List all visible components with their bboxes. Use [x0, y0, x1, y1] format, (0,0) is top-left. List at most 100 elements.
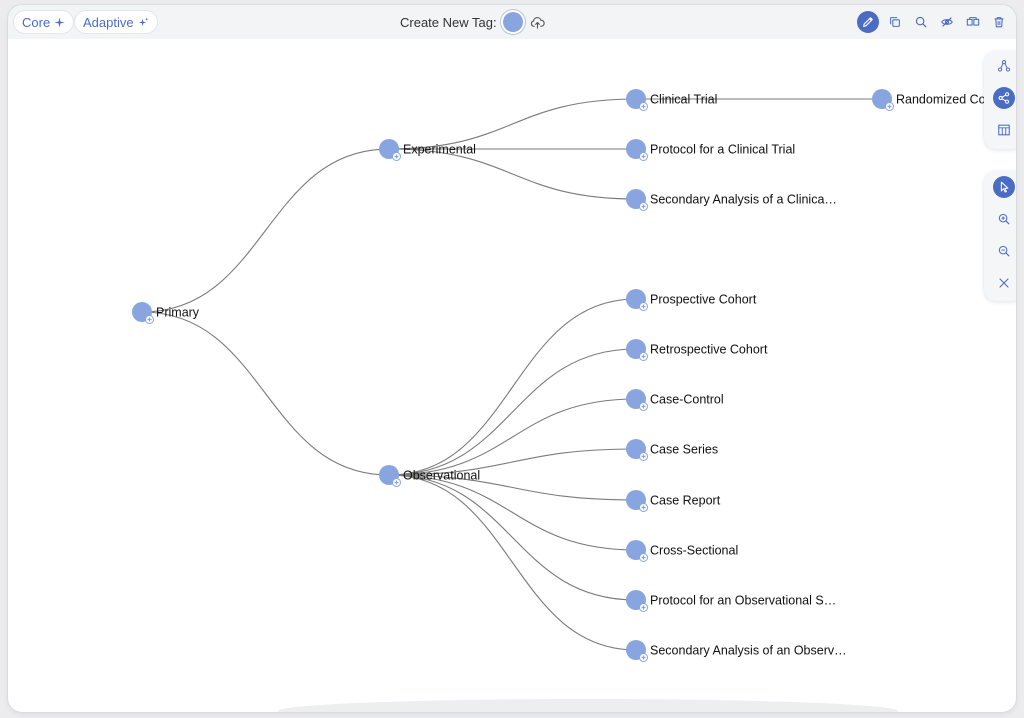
node-leaf[interactable]: Prospective Cohort [626, 289, 757, 311]
tree-edge [388, 474, 637, 551]
node-label: Case-Control [650, 393, 724, 407]
close-button[interactable] [993, 272, 1015, 294]
node-label: Case Series [650, 443, 718, 457]
zoom-out-icon [998, 245, 1010, 257]
core-mode-button[interactable]: Core [14, 11, 74, 33]
edit-button[interactable] [857, 11, 879, 33]
tree-edge [141, 311, 390, 476]
close-icon [999, 278, 1009, 288]
tree-edge [141, 148, 390, 313]
node-label: Prospective Cohort [650, 293, 757, 307]
node-label: Case Report [650, 494, 721, 508]
plus-icon [641, 655, 646, 660]
sparkle-icon [54, 16, 65, 28]
bottom-drawer-handle [278, 699, 898, 712]
node-leaf[interactable]: Protocol for a Clinical Trial [626, 139, 795, 161]
tree-edge [388, 348, 637, 476]
zoom-out-button[interactable] [993, 240, 1015, 262]
node-leaf-deep[interactable]: Randomized Co [872, 89, 986, 111]
canvas-controls-panel [984, 171, 1016, 301]
plus-icon [394, 154, 399, 159]
plus-icon [641, 404, 646, 409]
select-tool-button[interactable] [993, 176, 1015, 198]
plus-icon [887, 104, 892, 109]
copy-button[interactable] [884, 11, 906, 33]
plus-icon [641, 354, 646, 359]
node-leaf[interactable]: Cross-Sectional [626, 540, 738, 562]
plus-icon [641, 304, 646, 309]
cloud-upload-icon [530, 16, 545, 29]
tree-edge [388, 474, 637, 501]
share-network-icon [998, 92, 1010, 104]
plus-icon [641, 454, 646, 459]
tree-edge [388, 448, 637, 476]
table-icon [998, 124, 1010, 136]
node-branch[interactable]: Observational [379, 465, 480, 487]
plus-icon [641, 605, 646, 610]
tree-edge [388, 148, 637, 200]
tree-edge [388, 298, 637, 476]
node-leaf[interactable]: Case Report [626, 490, 721, 512]
adaptive-mode-button[interactable]: Adaptive [75, 11, 157, 33]
delete-button[interactable] [988, 11, 1010, 33]
node-label: Protocol for an Observational S… [650, 594, 836, 608]
top-toolbar: Core Adaptive Create New Tag: [8, 5, 1016, 39]
plus-icon [641, 555, 646, 560]
node-label: Cross-Sectional [650, 544, 738, 558]
plus-icon [641, 204, 646, 209]
node-leaf[interactable]: Case Series [626, 439, 718, 461]
tree-layout-icon [998, 60, 1010, 72]
compare-icon [966, 17, 980, 26]
tag-tree-canvas[interactable]: Primary Experimental Clinical Trial Randomi… [8, 5, 1016, 712]
app-window: Primary Experimental Clinical Trial Randomi… [8, 5, 1016, 712]
create-tag-label: Create New Tag: [400, 14, 497, 30]
network-view-button[interactable] [993, 87, 1015, 109]
tree-edge [388, 398, 637, 476]
tree-edge [388, 474, 637, 601]
tree-edge [388, 474, 637, 651]
compare-button[interactable] [962, 11, 984, 33]
tree-edge [388, 98, 637, 150]
plus-icon [394, 480, 399, 485]
table-view-button[interactable] [993, 119, 1015, 141]
node-leaf[interactable]: Retrospective Cohort [626, 339, 768, 361]
eye-off-icon [941, 17, 953, 27]
node-leaf[interactable]: Secondary Analysis of an Observ… [626, 640, 847, 662]
node-label: Observational [403, 469, 480, 483]
node-leaf[interactable]: Protocol for an Observational S… [626, 590, 836, 612]
search-button[interactable] [910, 11, 932, 33]
core-label: Core [22, 14, 51, 30]
plus-icon [147, 317, 152, 322]
cloud-upload-button[interactable] [529, 13, 547, 31]
node-label: Clinical Trial [650, 93, 717, 107]
node-leaf[interactable]: Secondary Analysis of a Clinica… [626, 189, 837, 211]
node-label: Protocol for a Clinical Trial [650, 143, 795, 157]
node-leaf[interactable]: Clinical Trial [626, 89, 717, 111]
node-leaf[interactable]: Case-Control [626, 389, 724, 411]
cursor-icon [1000, 181, 1009, 193]
trash-icon [994, 17, 1004, 28]
node-label: Secondary Analysis of an Observ… [650, 644, 847, 658]
node-label: Primary [156, 306, 200, 320]
node-root[interactable]: Primary [132, 302, 200, 324]
pencil-icon [863, 17, 873, 27]
sparkles-icon [138, 16, 149, 26]
plus-icon [641, 505, 646, 510]
copy-icon [890, 17, 900, 27]
node-label: Experimental [403, 143, 476, 157]
create-tag-group: Create New Tag: [400, 11, 547, 33]
view-panel [984, 51, 1016, 149]
zoom-in-icon [998, 213, 1010, 225]
node-label: Secondary Analysis of a Clinica… [650, 193, 837, 207]
tree-layout-button[interactable] [993, 55, 1015, 77]
adaptive-label: Adaptive [83, 14, 134, 30]
node-label: Randomized Co [896, 93, 986, 107]
node-branch[interactable]: Experimental [379, 139, 476, 161]
plus-icon [641, 154, 646, 159]
zoom-in-button[interactable] [993, 208, 1015, 230]
hide-button[interactable] [936, 11, 958, 33]
tag-color-picker[interactable] [502, 12, 523, 32]
plus-icon [641, 104, 646, 109]
search-icon [915, 16, 927, 28]
node-label: Retrospective Cohort [650, 343, 768, 357]
